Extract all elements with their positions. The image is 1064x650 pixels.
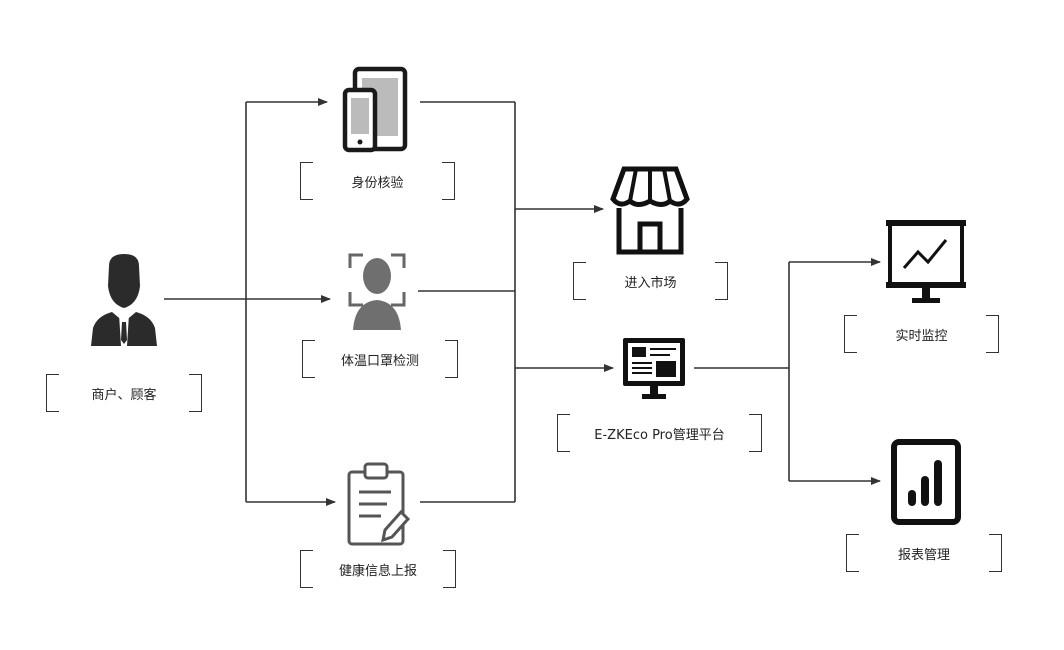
presentation-chart-icon: [886, 220, 966, 303]
id-check-label: 身份核验: [300, 162, 455, 200]
storefront-icon: [610, 166, 690, 255]
enter-market-label: 进入市场: [573, 262, 728, 300]
reports-text: 报表管理: [897, 547, 950, 563]
customer-text: 商户、顾客: [91, 387, 157, 403]
clipboard-edit-icon: [347, 462, 411, 546]
bar-report-icon: [891, 439, 961, 525]
temp-mask-label: 体温口罩检测: [302, 340, 458, 378]
reports-label: 报表管理: [846, 534, 1002, 572]
platform-label: E-ZKEco Pro管理平台: [557, 414, 762, 452]
platform-text: E-ZKEco Pro管理平台: [594, 427, 725, 443]
tablet-phone-icon: [342, 66, 408, 153]
monitor-label: 实时监控: [844, 315, 999, 353]
id-check-text: 身份核验: [351, 175, 404, 191]
enter-market-text: 进入市场: [624, 275, 677, 291]
monitor-dashboard-icon: [623, 338, 685, 399]
monitor-text: 实时监控: [895, 328, 948, 344]
health-report-text: 健康信息上报: [338, 563, 417, 579]
person-suit-icon: [91, 254, 157, 346]
temp-mask-text: 体温口罩检测: [340, 353, 419, 369]
health-report-label: 健康信息上报: [300, 550, 456, 588]
face-scan-icon: [348, 253, 406, 330]
customer-label: 商户、顾客: [46, 374, 202, 412]
